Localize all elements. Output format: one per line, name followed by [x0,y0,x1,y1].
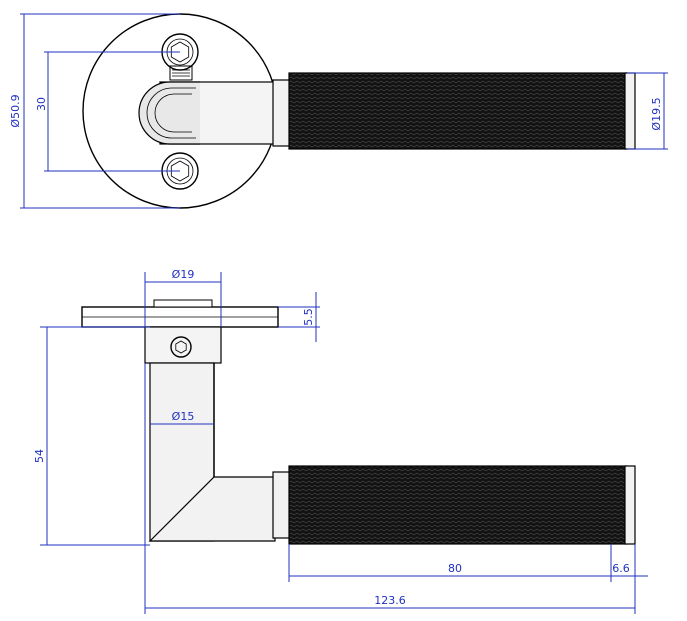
end-cap-side [624,465,636,545]
dimension-grip-diameter: Ø19.5 [627,72,668,150]
knurled-grip-side [288,465,628,545]
rose-diameter-label: Ø50.9 [9,94,22,127]
side-view: Ø19 5.5 Ø15 54 80 [33,268,648,614]
neck-arc [138,81,200,145]
grip-diameter-label: Ø19.5 [650,97,663,130]
dimension-rose-thickness: 5.5 [278,292,320,342]
grip-length-label: 80 [448,562,462,575]
height-label: 54 [33,449,46,463]
top-view: Ø50.9 30 Ø19.5 [9,13,668,209]
dimension-grip-length: 80 [288,544,612,582]
dimension-shank-diameter: Ø15 [150,410,214,425]
neck-diameter-label: Ø19 [172,268,195,281]
shank-diameter-label: Ø15 [172,410,195,423]
grip-collar [272,79,292,147]
end-cap-label: 6.6 [612,562,630,575]
dimension-overall-length: 123.6 [144,363,635,614]
screw-spacing-label: 30 [35,97,48,111]
dimension-end-cap: 6.6 [611,544,648,614]
overall-length-label: 123.6 [374,594,406,607]
end-cap [624,72,636,150]
dimension-height: 54 [33,326,150,546]
dimension-screw-spacing: 30 [35,51,180,172]
dimension-neck-diameter: Ø19 [144,268,222,327]
rose-neck-top [153,299,213,308]
knurled-grip [288,72,628,150]
rose-thickness-label: 5.5 [302,308,315,326]
dimension-rose-diameter: Ø50.9 [9,13,180,209]
neck-inner-arc [146,87,196,139]
grip-collar-side [272,471,292,539]
collar-screw-icon [170,336,192,358]
neck-collar [144,326,222,364]
